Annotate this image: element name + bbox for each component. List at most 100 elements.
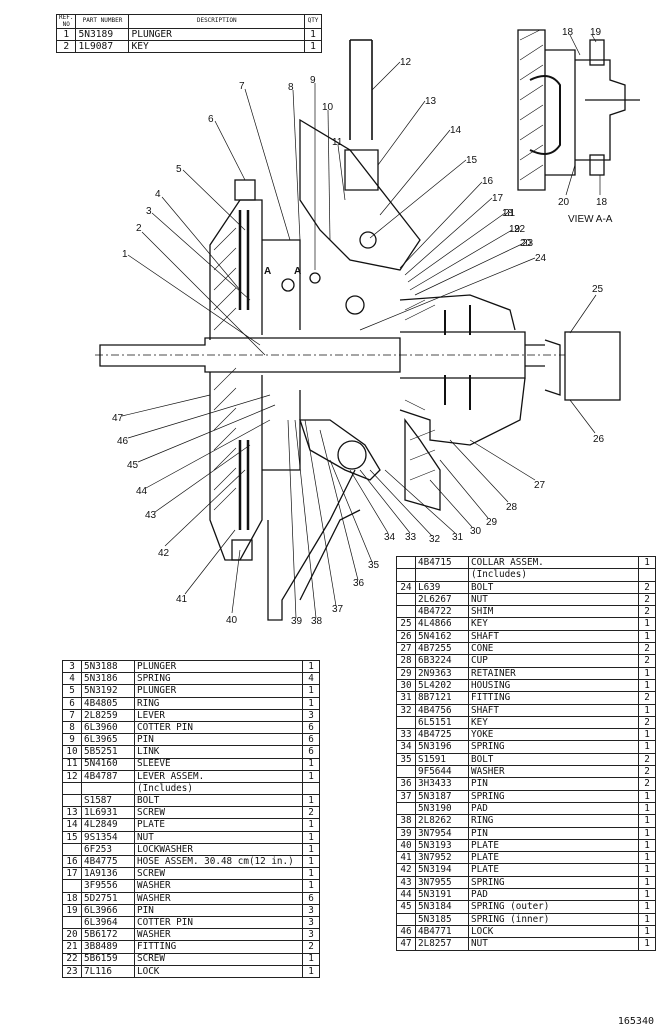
callout-16: 16 bbox=[482, 176, 494, 187]
cell-ref: 46 bbox=[396, 924, 416, 939]
cell-qty: 2 bbox=[638, 642, 656, 656]
cell-part: 5N3191 bbox=[415, 888, 469, 902]
cell-qty: 2 bbox=[638, 777, 656, 791]
cell-part: 8B7121 bbox=[415, 691, 469, 705]
cell-ref bbox=[62, 915, 82, 930]
callout-27: 27 bbox=[534, 480, 546, 491]
cell-desc: PLATE bbox=[468, 851, 639, 865]
cell-desc: WASHER bbox=[134, 891, 303, 905]
table-row: (Includes) bbox=[396, 568, 656, 582]
cell-qty: 2 bbox=[638, 605, 656, 619]
cell-part: 5N3189 bbox=[75, 28, 130, 42]
cell-desc: WASHER bbox=[134, 928, 303, 942]
callout-37: 37 bbox=[332, 604, 344, 615]
cell-ref: 39 bbox=[396, 826, 416, 840]
cell-ref: 42 bbox=[396, 863, 416, 877]
cell-ref: 41 bbox=[396, 851, 416, 865]
callout-25: 25 bbox=[592, 284, 604, 295]
cell-part: 4B4756 bbox=[415, 703, 469, 717]
callout-24: 24 bbox=[535, 253, 547, 264]
callout-31: 31 bbox=[452, 532, 464, 543]
cell-part: 4B4787 bbox=[81, 769, 135, 783]
cell-part: 7L116 bbox=[81, 964, 135, 978]
callout-8: 8 bbox=[288, 82, 294, 93]
cell-desc: PIN bbox=[134, 733, 303, 747]
cell-desc: BOLT bbox=[468, 752, 639, 767]
cell-ref: 24 bbox=[396, 580, 416, 594]
cell-desc: PLATE bbox=[468, 863, 639, 877]
callout-33: 33 bbox=[405, 532, 417, 543]
callout-39: 39 bbox=[291, 616, 303, 627]
callout-9: 9 bbox=[310, 75, 316, 86]
cell-ref bbox=[396, 912, 416, 926]
cell-ref: 38 bbox=[396, 814, 416, 828]
cell-part bbox=[81, 781, 135, 796]
cell-ref: 8 bbox=[62, 720, 82, 735]
cell-desc: SPRING bbox=[468, 789, 639, 803]
cell-desc: COTTER PIN bbox=[134, 720, 303, 735]
cell-ref bbox=[396, 801, 416, 816]
cell-qty: 1 bbox=[302, 842, 320, 857]
cell-part: 9S1354 bbox=[81, 830, 135, 844]
callout-29: 29 bbox=[486, 517, 498, 528]
cell-part: 3N7952 bbox=[415, 851, 469, 865]
cell-part: 1L9087 bbox=[75, 40, 130, 54]
bearing-housing bbox=[399, 294, 526, 446]
cell-qty: 3 bbox=[302, 928, 320, 942]
cell-part: 6L3960 bbox=[81, 720, 135, 735]
cell-desc: CUP bbox=[468, 654, 639, 668]
cell-ref: 2 bbox=[55, 40, 77, 54]
cell-desc: FITTING bbox=[468, 691, 639, 705]
cell-qty: 1 bbox=[638, 617, 656, 631]
cell-qty: 1 bbox=[638, 875, 656, 890]
cell-qty: 6 bbox=[302, 745, 320, 759]
callout-13: 13 bbox=[425, 96, 437, 107]
cell-desc: SHAFT bbox=[468, 703, 639, 717]
cell-qty: 4 bbox=[302, 672, 320, 686]
cell-part: 5N3193 bbox=[415, 838, 469, 853]
cell-qty: 1 bbox=[302, 879, 320, 893]
cell-qty bbox=[302, 781, 320, 796]
cell-ref: 16 bbox=[62, 854, 82, 869]
table-row: (Includes) bbox=[62, 781, 320, 796]
cell-part: 5D2751 bbox=[81, 891, 135, 905]
cell-qty: 1 bbox=[638, 888, 656, 902]
cell-desc: WASHER bbox=[134, 879, 303, 893]
cell-part: 3N7954 bbox=[415, 826, 469, 840]
cell-ref: 14 bbox=[62, 818, 82, 832]
cell-ref: 17 bbox=[62, 867, 82, 881]
cell-desc: SPRING bbox=[468, 875, 639, 890]
cell-qty: 1 bbox=[302, 794, 320, 808]
cell-part: 3F9556 bbox=[81, 879, 135, 893]
cell-part: 5N3194 bbox=[415, 863, 469, 877]
callout-22: 22 bbox=[514, 224, 526, 235]
callout-5: 5 bbox=[176, 164, 182, 175]
cell-part: 3H3433 bbox=[415, 777, 469, 791]
callout-21: 21 bbox=[504, 208, 516, 219]
cell-ref: 45 bbox=[396, 900, 416, 914]
cell-ref: 13 bbox=[62, 806, 82, 820]
cell-desc: COLLAR ASSEM. bbox=[468, 555, 639, 570]
cell-qty: 2 bbox=[302, 806, 320, 820]
cell-qty: 1 bbox=[638, 703, 656, 717]
cell-desc: RETAINER bbox=[468, 666, 639, 680]
view-callout-18-top: 18 bbox=[562, 27, 574, 38]
cell-part: 1A9136 bbox=[81, 867, 135, 881]
cell-desc: PIN bbox=[468, 826, 639, 840]
cell-ref bbox=[62, 879, 82, 893]
cell-ref: 23 bbox=[62, 964, 82, 978]
cell-qty: 1 bbox=[638, 789, 656, 803]
